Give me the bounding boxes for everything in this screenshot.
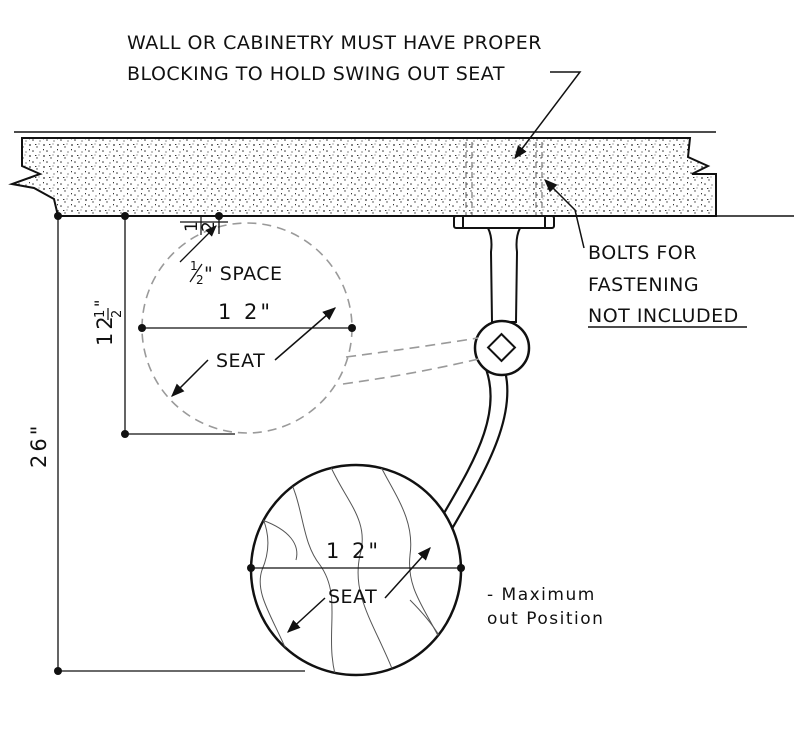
height-stowed-label: 12 1 2 "	[91, 300, 125, 346]
bolts-note-line3: NOT INCLUDED	[588, 305, 739, 327]
extended-seat	[249, 463, 463, 677]
bolts-note-line2: FASTENING	[588, 274, 699, 296]
svg-text:": "	[91, 300, 110, 307]
extended-seat-diameter: 1 2"	[326, 539, 381, 563]
mounting-bracket	[453, 215, 555, 323]
svg-text:1: 1	[190, 259, 198, 273]
svg-text:2: 2	[110, 310, 125, 318]
svg-text:1: 1	[182, 220, 202, 232]
leader-arrows	[171, 71, 585, 633]
svg-text:" SPACE: " SPACE	[204, 263, 283, 285]
swing-arm	[438, 319, 531, 529]
max-position-line1: - Maximum	[487, 585, 596, 605]
max-position-line2: out Position	[487, 609, 604, 629]
svg-text:2: 2	[196, 273, 204, 287]
pivot-square	[486, 332, 517, 363]
wall-body	[8, 137, 717, 217]
svg-text:2: 2	[199, 220, 219, 232]
extended-seat-label: SEAT	[328, 586, 377, 608]
blocking-note-line2: BLOCKING TO HOLD SWING OUT SEAT	[127, 63, 505, 85]
height-max-label: 26"	[27, 423, 51, 468]
stowed-seat-label: SEAT	[216, 350, 265, 372]
wall-section	[8, 131, 794, 217]
svg-text:1: 1	[93, 310, 108, 318]
stowed-seat-diameter: 1 2"	[218, 300, 273, 324]
bolts-note-line1: BOLTS FOR	[588, 242, 697, 264]
dimension-points	[54, 212, 465, 675]
svg-text:12: 12	[93, 313, 117, 346]
blocking-note-line1: WALL OR CABINETRY MUST HAVE PROPER	[127, 32, 542, 54]
space-label: 1 2 " SPACE	[189, 259, 283, 287]
gap-fraction: 1 2	[182, 215, 219, 235]
dimension-lines	[57, 216, 461, 672]
